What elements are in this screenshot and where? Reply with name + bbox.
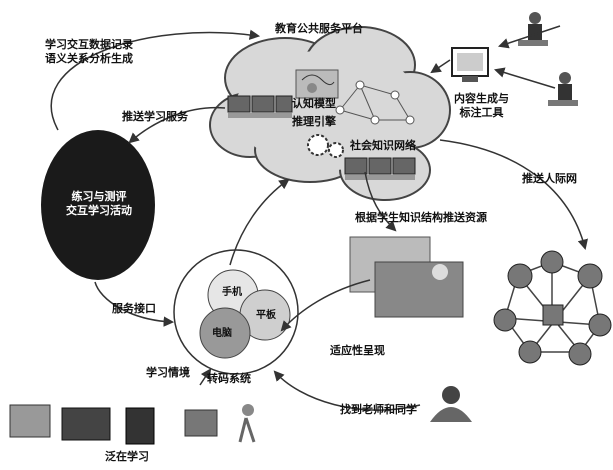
find-people-label: 找到老师和同学 <box>340 403 417 416</box>
tablet-label: 平板 <box>256 310 276 321</box>
social-network-label: 社会知识网络 <box>350 139 416 152</box>
push-people-label: 推送人际网 <box>522 172 577 185</box>
activities-node <box>41 130 155 280</box>
activities-label: 练习与测评 交互学习活动 <box>66 190 132 217</box>
data-record-label: 学习交互数据记录 语义关系分析生成 <box>45 38 133 65</box>
face-avatar <box>493 250 612 366</box>
brain-icon <box>295 69 339 99</box>
transcoding-label: 转码系统 <box>207 372 251 385</box>
devices-venn <box>173 249 299 375</box>
resources-images <box>349 236 464 318</box>
inference-engine-label: 推理引擎 <box>292 115 336 128</box>
teacher-icon <box>430 386 472 422</box>
network-graph-icon <box>335 80 415 125</box>
push-learning-label: 推送学习服务 <box>122 110 188 123</box>
computer-label: 电脑 <box>212 328 232 339</box>
gear-icon <box>307 134 344 158</box>
computer-icon <box>451 47 489 82</box>
content-tools-label: 内容生成与 标注工具 <box>454 92 509 119</box>
server-icon <box>227 95 416 180</box>
flow-arrows <box>50 25 588 411</box>
push-resources-label: 根据学生知识结构推送资源 <box>355 211 487 224</box>
cognitive-model-label: 认知模型 <box>292 97 336 110</box>
adaptive-display-label: 适应性呈现 <box>330 344 385 357</box>
platform-title: 教育公共服务平台 <box>275 22 363 35</box>
person-icon <box>518 12 578 106</box>
phone-label: 手机 <box>222 287 242 298</box>
device-icons <box>9 404 256 445</box>
ubiquitous-label: 泛在学习 <box>105 450 149 463</box>
service-interface-label: 服务接口 <box>112 302 156 315</box>
learning-context-label: 学习情境 <box>146 366 190 379</box>
